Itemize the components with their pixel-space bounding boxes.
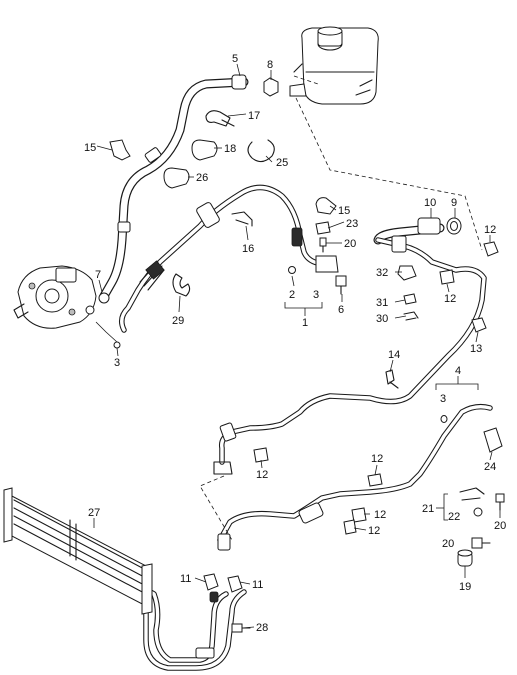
callout-5: 5 <box>232 53 238 65</box>
callout-14: 14 <box>388 349 400 361</box>
bolt-28 <box>231 623 251 633</box>
callout-labels: 5 8 17 15 18 25 26 15 23 16 20 10 9 12 7… <box>84 53 506 634</box>
cooler-lower-pipes <box>137 583 247 671</box>
callout-20-upper: 20 <box>344 238 356 250</box>
clamp-23 <box>315 221 331 235</box>
callout-27: 27 <box>88 507 100 519</box>
callout-28: 28 <box>256 622 268 634</box>
union-7 <box>85 292 110 315</box>
cooler-feed-line <box>217 403 493 551</box>
clip-12-lower-a <box>351 507 367 523</box>
callout-12-mid-right: 12 <box>371 453 383 465</box>
bracket-16 <box>231 211 253 227</box>
clip-12-lower-b <box>343 519 357 535</box>
callout-6: 6 <box>338 304 344 316</box>
clip-31 <box>403 293 417 305</box>
callout-12-upper-right: 12 <box>484 224 496 236</box>
clamp-26 <box>163 167 190 189</box>
fitting-32 <box>397 265 417 281</box>
callout-25: 25 <box>276 157 288 169</box>
clip-12-mid-left <box>253 447 269 463</box>
clamp-11-right <box>227 575 243 593</box>
callout-20-bottom: 20 <box>442 538 454 550</box>
seal-ring-3-right <box>440 415 448 423</box>
callout-7: 7 <box>95 269 101 281</box>
callout-30: 30 <box>376 313 388 325</box>
bushing-19 <box>457 549 473 567</box>
pump-seal-leader <box>95 321 118 343</box>
power-steering-pump <box>13 265 97 329</box>
callout-15-left: 15 <box>84 142 96 154</box>
callout-31: 31 <box>376 297 388 309</box>
callout-20-right: 20 <box>494 520 506 532</box>
cooler-link-line <box>199 475 233 541</box>
clip-13 <box>471 317 487 333</box>
bolt-20-upper <box>319 237 327 253</box>
clamp-15-left <box>109 139 131 161</box>
fluid-reservoir <box>289 26 379 105</box>
hose-clamp-8 <box>263 77 279 97</box>
callout-16: 16 <box>242 243 254 255</box>
bolt-20-right <box>495 493 505 511</box>
callout-11-right: 11 <box>252 579 263 591</box>
callout-17: 17 <box>248 110 260 122</box>
callout-3-bracket1: 3 <box>313 289 319 301</box>
callout-29: 29 <box>172 315 184 327</box>
hose-guide-29 <box>172 273 191 297</box>
callout-12-upper-mid: 12 <box>444 293 456 305</box>
clamp-11-left <box>203 573 219 591</box>
callout-26: 26 <box>196 172 208 184</box>
union-22 <box>459 487 485 517</box>
clamp-15-right <box>315 197 337 215</box>
clip-30 <box>403 311 419 321</box>
callout-21: 21 <box>422 503 434 515</box>
ring-clip-25 <box>247 139 275 163</box>
callout-8: 8 <box>267 59 273 71</box>
clip-14 <box>385 369 399 389</box>
callout-24: 24 <box>484 461 496 473</box>
callout-18: 18 <box>224 143 236 155</box>
bracket-17 <box>205 110 235 127</box>
callout-13: 13 <box>470 343 482 355</box>
callout-12-lower-b: 12 <box>368 525 380 537</box>
callout-15-right: 15 <box>338 205 350 217</box>
callout-11-left: 11 <box>180 573 191 585</box>
clip-12-upper-right <box>483 241 499 257</box>
clamp-18 <box>191 139 218 161</box>
callout-3-right: 3 <box>440 393 446 405</box>
callout-10: 10 <box>424 197 436 209</box>
suction-hose <box>99 74 249 301</box>
callout-22: 22 <box>448 511 460 523</box>
bolt-20-bottom <box>471 537 491 549</box>
seal-ring-3-pump <box>113 341 121 349</box>
pressure-line-upper <box>119 184 339 333</box>
callout-2: 2 <box>289 289 295 301</box>
callout-23: 23 <box>346 218 358 230</box>
callout-12-mid-left: 12 <box>256 469 268 481</box>
clip-12-mid-right <box>367 473 383 487</box>
seal-ring-2 <box>288 266 296 274</box>
reservoir-link-line <box>295 97 483 251</box>
callout-9: 9 <box>451 197 457 209</box>
callout-4: 4 <box>455 365 461 377</box>
reservoir-link-line-2 <box>293 75 319 85</box>
callout-3-pump: 3 <box>114 357 120 369</box>
hose-clamp-9 <box>446 217 462 235</box>
callout-1: 1 <box>302 317 308 329</box>
leader-lines <box>93 63 501 629</box>
return-hose <box>213 217 487 475</box>
cover-24 <box>483 427 503 453</box>
bolt-6 <box>335 275 347 295</box>
callout-32: 32 <box>376 267 388 279</box>
oil-cooler <box>3 487 153 615</box>
callout-19: 19 <box>459 581 471 593</box>
callout-12-lower-a: 12 <box>374 509 386 521</box>
clip-12-upper-mid <box>439 269 455 285</box>
